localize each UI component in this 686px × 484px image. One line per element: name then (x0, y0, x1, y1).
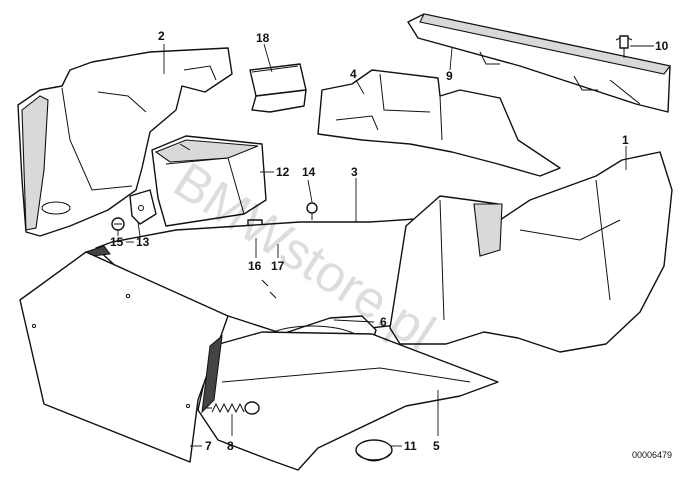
callout-4: 4 (350, 67, 357, 81)
callout-16: 16 (248, 259, 262, 273)
callout-18: 18 (256, 31, 270, 45)
callout-9: 9 (446, 69, 453, 83)
part-15-rivet (111, 217, 125, 231)
part-13-holder (129, 189, 157, 225)
callout-2: 2 (158, 29, 165, 43)
callout-13: 13 (136, 235, 150, 249)
callout-1: 1 (622, 133, 629, 147)
callout-3: 3 (351, 165, 358, 179)
callout-15: 15 (110, 235, 124, 249)
part-14-screw (306, 202, 318, 220)
document-number: 00006479 (632, 450, 672, 460)
callout-8: 8 (227, 439, 234, 453)
callout-7: 7 (205, 439, 212, 453)
part-12-storage-box (151, 135, 267, 227)
part-18-bracket (249, 63, 307, 113)
callout-12: 12 (276, 165, 290, 179)
callout-6: 6 (380, 315, 387, 329)
part-10-clip (615, 35, 633, 58)
callout-17: 17 (271, 259, 285, 273)
leader-lines (117, 43, 654, 447)
callout-5: 5 (433, 439, 440, 453)
part-11-plug (355, 439, 393, 462)
callout-11: 11 (404, 439, 417, 453)
part-9-shelf-rail (407, 13, 671, 113)
callout-labels: 1 2 3 4 5 6 7 8 9 10 11 12 13 14 15 16 1… (110, 29, 669, 453)
part-2-left-side-trim (17, 47, 233, 237)
part-7-side-board (19, 251, 229, 463)
part-4-rear-wall-trim (317, 69, 561, 177)
callout-14: 14 (302, 165, 316, 179)
callout-10: 10 (655, 39, 669, 53)
part-8-spring-fastener (206, 401, 260, 415)
part-1-right-side-trim (389, 151, 673, 353)
part-5-boot-floor (197, 331, 499, 471)
